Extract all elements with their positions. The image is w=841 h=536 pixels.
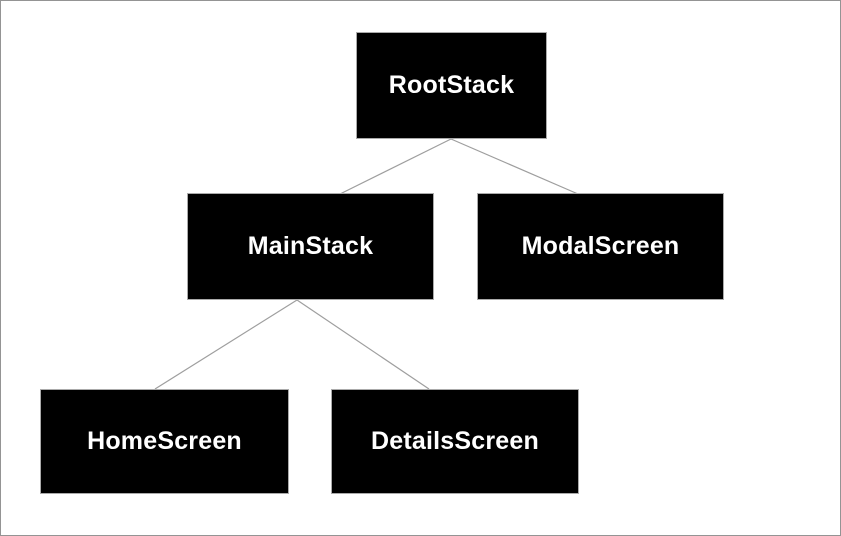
- node-homescreen-label: HomeScreen: [87, 427, 242, 455]
- node-rootstack-label: RootStack: [388, 71, 515, 99]
- edge-rootstack-modalscreen: [450, 138, 579, 195]
- node-detailsscreen: DetailsScreen: [331, 389, 579, 494]
- node-rootstack: RootStack: [356, 32, 547, 139]
- node-modalscreen-label: ModalScreen: [521, 232, 680, 260]
- edge-mainstack-homescreen: [154, 299, 298, 390]
- edge-mainstack-detailsscreen: [296, 299, 430, 390]
- node-modalscreen: ModalScreen: [477, 193, 724, 300]
- node-homescreen: HomeScreen: [40, 389, 289, 494]
- node-mainstack: MainStack: [187, 193, 434, 300]
- node-mainstack-label: MainStack: [247, 232, 374, 260]
- node-detailsscreen-label: DetailsScreen: [371, 427, 539, 455]
- edge-rootstack-mainstack: [339, 138, 452, 195]
